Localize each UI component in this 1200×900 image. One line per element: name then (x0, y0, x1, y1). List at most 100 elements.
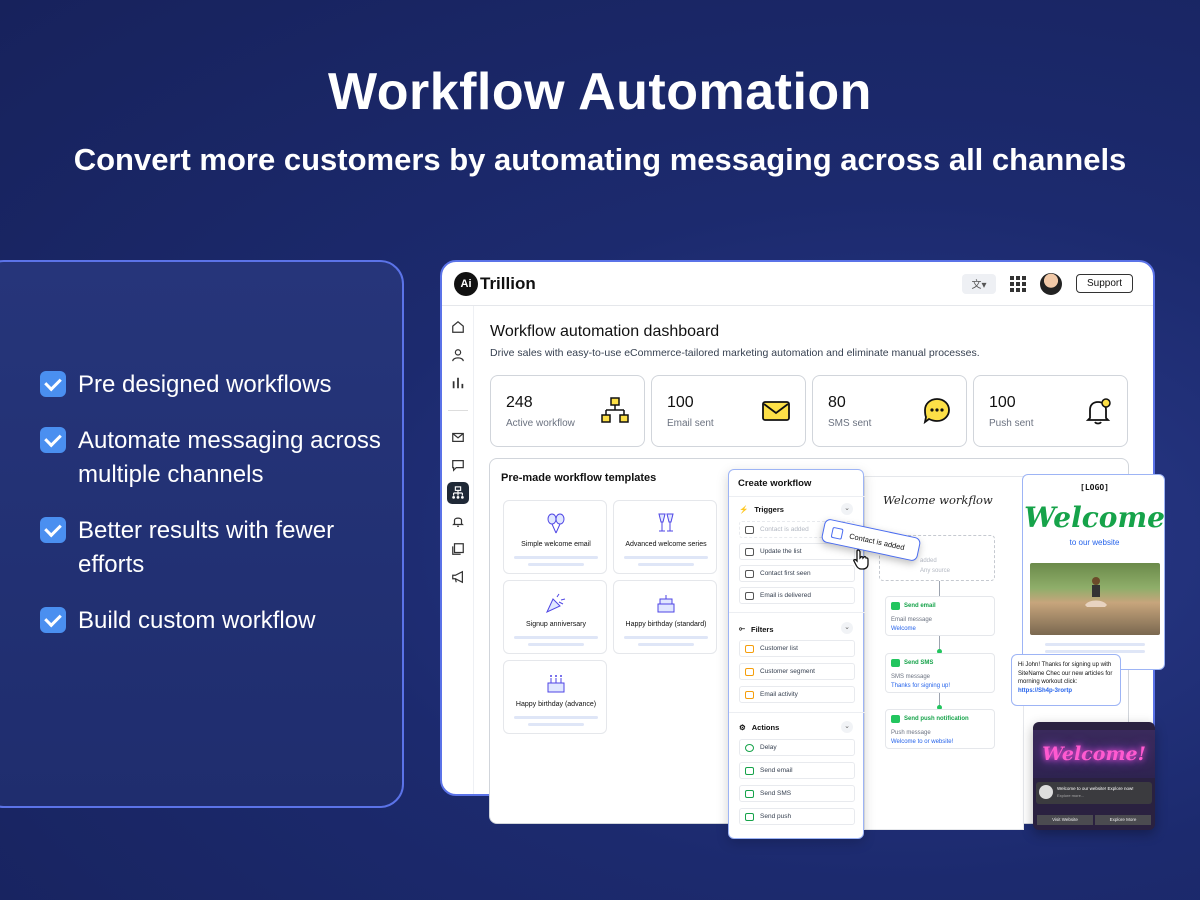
placeholder-bar (528, 563, 584, 566)
node-label: Email message (891, 617, 933, 623)
trigger-item[interactable]: Contact first seen (739, 565, 855, 582)
sms-link[interactable]: https://Sh4p-3rortp (1018, 687, 1072, 694)
item-label: Email is delivered (760, 592, 811, 599)
filter-item[interactable]: Customer list (739, 640, 855, 657)
placeholder-bar (638, 643, 694, 646)
node-title: Send email (904, 603, 936, 609)
item-label: Email activity (760, 691, 798, 698)
filter-item[interactable]: Customer segment (739, 663, 855, 680)
template-card[interactable]: Advanced welcome series (613, 500, 717, 574)
page-subtitle: Drive sales with easy-to-use eCommerce-t… (490, 347, 980, 359)
clock-icon (745, 744, 754, 752)
pages-icon[interactable] (447, 538, 469, 560)
action-item[interactable]: Delay (739, 739, 855, 756)
section-actions[interactable]: ⚙ Actions (739, 723, 779, 732)
email-icon (891, 602, 900, 610)
mail-icon (745, 767, 754, 775)
bar-chart-icon[interactable] (447, 372, 469, 394)
flow-node-send-push[interactable]: Send push notification Push message Welc… (885, 709, 995, 749)
workflow-icon[interactable] (447, 482, 469, 504)
stat-card-email-sent[interactable]: 100 Email sent (651, 375, 806, 447)
connector (939, 636, 940, 652)
drop-zone[interactable]: added Any source (879, 535, 995, 581)
apps-grid-icon[interactable] (1009, 275, 1026, 292)
workflow-canvas: Welcome workflow added Any source Send e… (864, 476, 1024, 830)
stat-card-active-workflow[interactable]: 248 Active workflow (490, 375, 645, 447)
node-value: Welcome (891, 626, 916, 632)
divider (729, 612, 865, 613)
feature-item: Automate messaging across multiple chann… (40, 424, 390, 492)
connector-dot (937, 705, 942, 710)
section-filters[interactable]: ⟜ Filters (739, 624, 774, 634)
chat-bubble-icon (923, 398, 950, 425)
flow-node-send-sms[interactable]: Send SMS SMS message Thanks for signing … (885, 653, 995, 693)
node-title: Send SMS (904, 660, 934, 666)
chevron-down-icon[interactable]: ⌄ (841, 622, 853, 634)
flow-node-send-email[interactable]: Send email Email message Welcome (885, 596, 995, 636)
section-label: Actions (751, 723, 780, 732)
yoga-photo (1030, 563, 1160, 635)
stat-value: 80 (828, 394, 846, 411)
mail-icon[interactable] (447, 426, 469, 448)
template-card[interactable]: Happy birthday (advance) (503, 660, 607, 734)
bell-icon[interactable] (447, 510, 469, 532)
megaphone-icon[interactable] (447, 566, 469, 588)
message-icon[interactable] (447, 454, 469, 476)
feature-panel (0, 260, 404, 808)
explore-more-button[interactable]: Explore More (1095, 815, 1151, 825)
node-value: Welcome to or website! (891, 739, 954, 745)
side-nav (442, 306, 474, 794)
template-card[interactable]: Happy birthday (standard) (613, 580, 717, 654)
template-card[interactable]: Simple welcome email (503, 500, 607, 574)
feature-list: Pre designed workflows Automate messagin… (40, 368, 390, 660)
section-label: Filters (751, 624, 774, 634)
filter-item[interactable]: Email activity (739, 686, 855, 703)
placeholder-bar (528, 643, 584, 646)
app-icon (1039, 785, 1053, 799)
app-logo[interactable]: Ai Trillion (454, 271, 536, 296)
trigger-item[interactable]: Update the list (739, 543, 855, 560)
stat-label: SMS sent (828, 418, 872, 429)
feature-item: Pre designed workflows (40, 368, 390, 402)
placeholder-bar (1045, 643, 1145, 646)
template-card[interactable]: Signup anniversary (503, 580, 607, 654)
stat-label: Push sent (989, 418, 1034, 429)
template-label: Happy birthday (advance) (515, 701, 597, 708)
translate-icon: 文▾ (971, 280, 987, 291)
top-bar-actions: 文▾ Support (961, 272, 1133, 295)
visit-website-button[interactable]: Visit Website (1037, 815, 1093, 825)
gear-icon: ⚙ (739, 723, 746, 732)
chevron-down-icon[interactable]: ⌄ (841, 721, 853, 733)
stat-value: 100 (667, 394, 694, 411)
item-label: Send push (760, 813, 792, 820)
template-label: Advanced welcome series (625, 541, 707, 548)
divider (729, 496, 865, 497)
home-icon[interactable] (447, 316, 469, 338)
divider (729, 712, 865, 713)
action-item[interactable]: Send email (739, 762, 855, 779)
stat-card-sms-sent[interactable]: 80 SMS sent (812, 375, 967, 447)
item-label: Send SMS (760, 790, 792, 797)
stat-label: Active workflow (506, 418, 575, 429)
user-icon[interactable] (447, 344, 469, 366)
stat-card-push-sent[interactable]: 100 Push sent (973, 375, 1128, 447)
create-workflow-title: Create workflow (738, 478, 812, 489)
mail-icon (745, 691, 754, 699)
trigger-item[interactable]: Email is delivered (739, 587, 855, 604)
action-item[interactable]: Send SMS (739, 785, 855, 802)
template-label: Simple welcome email (521, 541, 591, 548)
nav-divider (448, 410, 468, 411)
section-triggers[interactable]: ⚡ Triggers (739, 505, 784, 514)
brand-name: Trillion (480, 273, 536, 293)
avatar[interactable] (1039, 272, 1062, 295)
template-label: Happy birthday (standard) (625, 621, 707, 628)
item-label: Contact first seen (760, 570, 811, 577)
push-subtitle: Explore more... (1057, 793, 1085, 798)
list-icon (745, 548, 754, 556)
support-button[interactable]: Support (1075, 274, 1133, 293)
chevron-down-icon[interactable]: ⌄ (841, 503, 853, 515)
language-selector[interactable]: 文▾ (961, 273, 996, 294)
action-item[interactable]: Send push (739, 808, 855, 825)
push-notification[interactable]: Welcome to our website! Explore now! Exp… (1036, 782, 1152, 804)
ghost-source-text: Any source (920, 568, 951, 574)
